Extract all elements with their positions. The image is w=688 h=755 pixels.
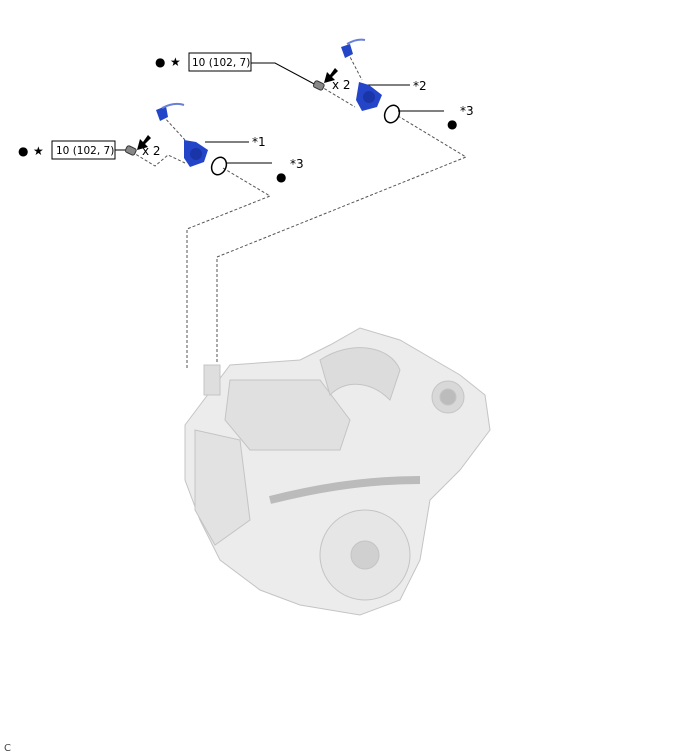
callout-part-3-lower: *3 — [290, 157, 304, 171]
callout-part-2: *2 — [413, 79, 427, 93]
install-arrow-lower-icon — [137, 135, 151, 150]
quantity-lower: x 2 — [142, 144, 161, 158]
part-1-cam-sensor[interactable] — [184, 140, 208, 167]
o-ring-lower[interactable] — [209, 155, 229, 177]
dot-symbol: ● — [447, 117, 457, 131]
torque-box-lower — [51, 140, 116, 160]
callout-part-1: *1 — [252, 135, 266, 149]
torque-value-lower: 10 (102, 7) — [56, 145, 114, 157]
dot-symbol: ● — [276, 170, 286, 184]
install-arrow-upper-icon — [324, 68, 338, 83]
star-symbol: ★ — [33, 144, 44, 158]
torque-box-upper — [188, 52, 252, 72]
dashed-guides — [131, 52, 468, 368]
engine-illustration — [184, 327, 491, 616]
part-2-upper-connector — [341, 38, 366, 58]
star-symbol: ★ — [170, 55, 181, 69]
leader-lines — [115, 62, 444, 164]
dot-symbol: ● — [18, 144, 28, 158]
callout-part-3-upper: *3 — [460, 104, 474, 118]
o-ring-upper[interactable] — [382, 103, 402, 125]
torque-value-upper: 10 (102, 7) — [192, 57, 250, 69]
bolt-lower[interactable] — [124, 145, 137, 156]
bolt-upper[interactable] — [312, 80, 325, 91]
part-1-upper-connector — [156, 103, 185, 121]
dot-symbol: ● — [155, 55, 165, 69]
figure-code: C — [4, 743, 11, 754]
part-2-cam-sensor[interactable] — [356, 82, 382, 111]
quantity-upper: x 2 — [332, 78, 351, 92]
